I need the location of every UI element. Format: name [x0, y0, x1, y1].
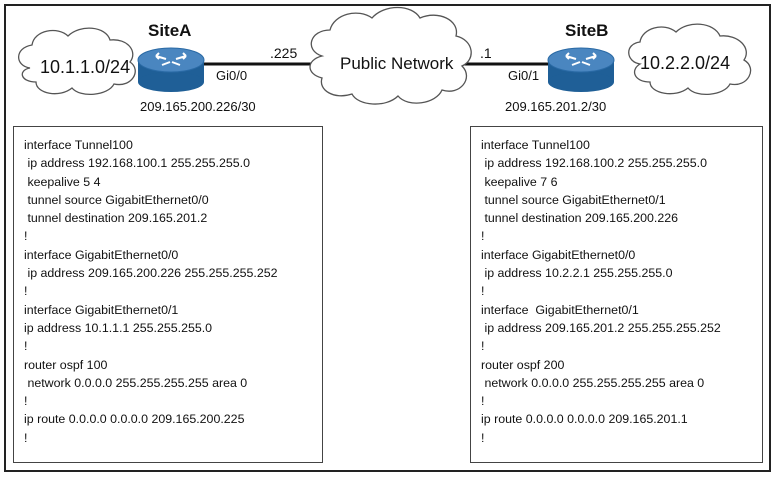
siteB-wan-ip: 209.165.201.2/30	[505, 99, 607, 114]
config-line: ip address 192.168.100.1 255.255.255.0	[24, 156, 250, 171]
config-line: !	[481, 394, 485, 409]
config-line: ip route 0.0.0.0 0.0.0.0 209.165.200.225	[24, 412, 245, 427]
config-line: interface Tunnel100	[24, 138, 133, 152]
config-line: network 0.0.0.0 255.255.255.255 area 0	[24, 375, 248, 390]
config-line: tunnel source GigabitEthernet0/1	[481, 192, 666, 207]
config-line: keepalive 7 6	[481, 174, 558, 189]
config-line: !	[481, 339, 485, 354]
config-line: ip address 209.165.201.2 255.255.255.252	[481, 320, 721, 335]
siteB-name: SiteB	[565, 21, 609, 40]
config-line: !	[24, 430, 28, 445]
config-line: !	[481, 284, 485, 299]
config-line: interface GigabitEthernet0/1	[481, 302, 639, 317]
config-line: !	[24, 394, 28, 409]
siteA-router-icon	[137, 47, 205, 92]
public-network-cloud	[309, 6, 472, 105]
config-line: !	[24, 284, 28, 299]
siteA-lan-cloud	[17, 27, 136, 95]
siteA-lan-subnet: 10.1.1.0/24	[40, 57, 131, 77]
siteB-gateway-octet: .1	[480, 45, 492, 61]
siteA-wan-interface: Gi0/0	[216, 68, 248, 83]
config-line: !	[24, 339, 28, 354]
siteB-lan-cloud	[628, 23, 752, 95]
config-line: keepalive 5 4	[24, 174, 101, 189]
config-line: ip address 209.165.200.226 255.255.255.2…	[24, 266, 278, 281]
config-line: ip address 10.2.2.1 255.255.255.0	[481, 266, 673, 281]
config-line: ip address 192.168.100.2 255.255.255.0	[481, 156, 707, 171]
siteB-config-box: interface Tunnel100 ip address 192.168.1…	[470, 126, 763, 463]
config-line: network 0.0.0.0 255.255.255.255 area 0	[481, 375, 705, 390]
config-line: interface GigabitEthernet0/0	[24, 247, 179, 262]
config-line: tunnel destination 209.165.200.226	[481, 211, 679, 226]
config-line: !	[481, 430, 485, 445]
config-line: tunnel source GigabitEthernet0/0	[24, 192, 209, 207]
siteA-name: SiteA	[148, 21, 192, 40]
config-line: interface GigabitEthernet0/1	[24, 302, 179, 317]
siteA-wan-ip: 209.165.200.226/30	[140, 99, 256, 114]
config-line: interface Tunnel100	[481, 138, 590, 152]
config-line: ip address 10.1.1.1 255.255.255.0	[24, 320, 213, 335]
config-line: router ospf 200	[481, 357, 565, 372]
config-line: !	[481, 229, 485, 244]
diagram-frame	[4, 4, 771, 472]
config-line: interface GigabitEthernet0/0	[481, 247, 636, 262]
siteB-lan-subnet: 10.2.2.0/24	[640, 53, 731, 73]
siteA-config-box: interface Tunnel100 ip address 192.168.1…	[13, 126, 323, 463]
config-line: !	[24, 229, 28, 244]
siteB-wan-interface: Gi0/1	[508, 68, 540, 83]
config-line: ip route 0.0.0.0 0.0.0.0 209.165.201.1	[481, 412, 688, 427]
config-line: tunnel destination 209.165.201.2	[24, 211, 208, 226]
siteA-gateway-octet: .225	[270, 45, 298, 61]
network-topology	[17, 6, 752, 105]
config-line: router ospf 100	[24, 357, 108, 372]
public-network-label: Public Network	[340, 54, 454, 73]
siteB-router-icon	[547, 47, 615, 92]
